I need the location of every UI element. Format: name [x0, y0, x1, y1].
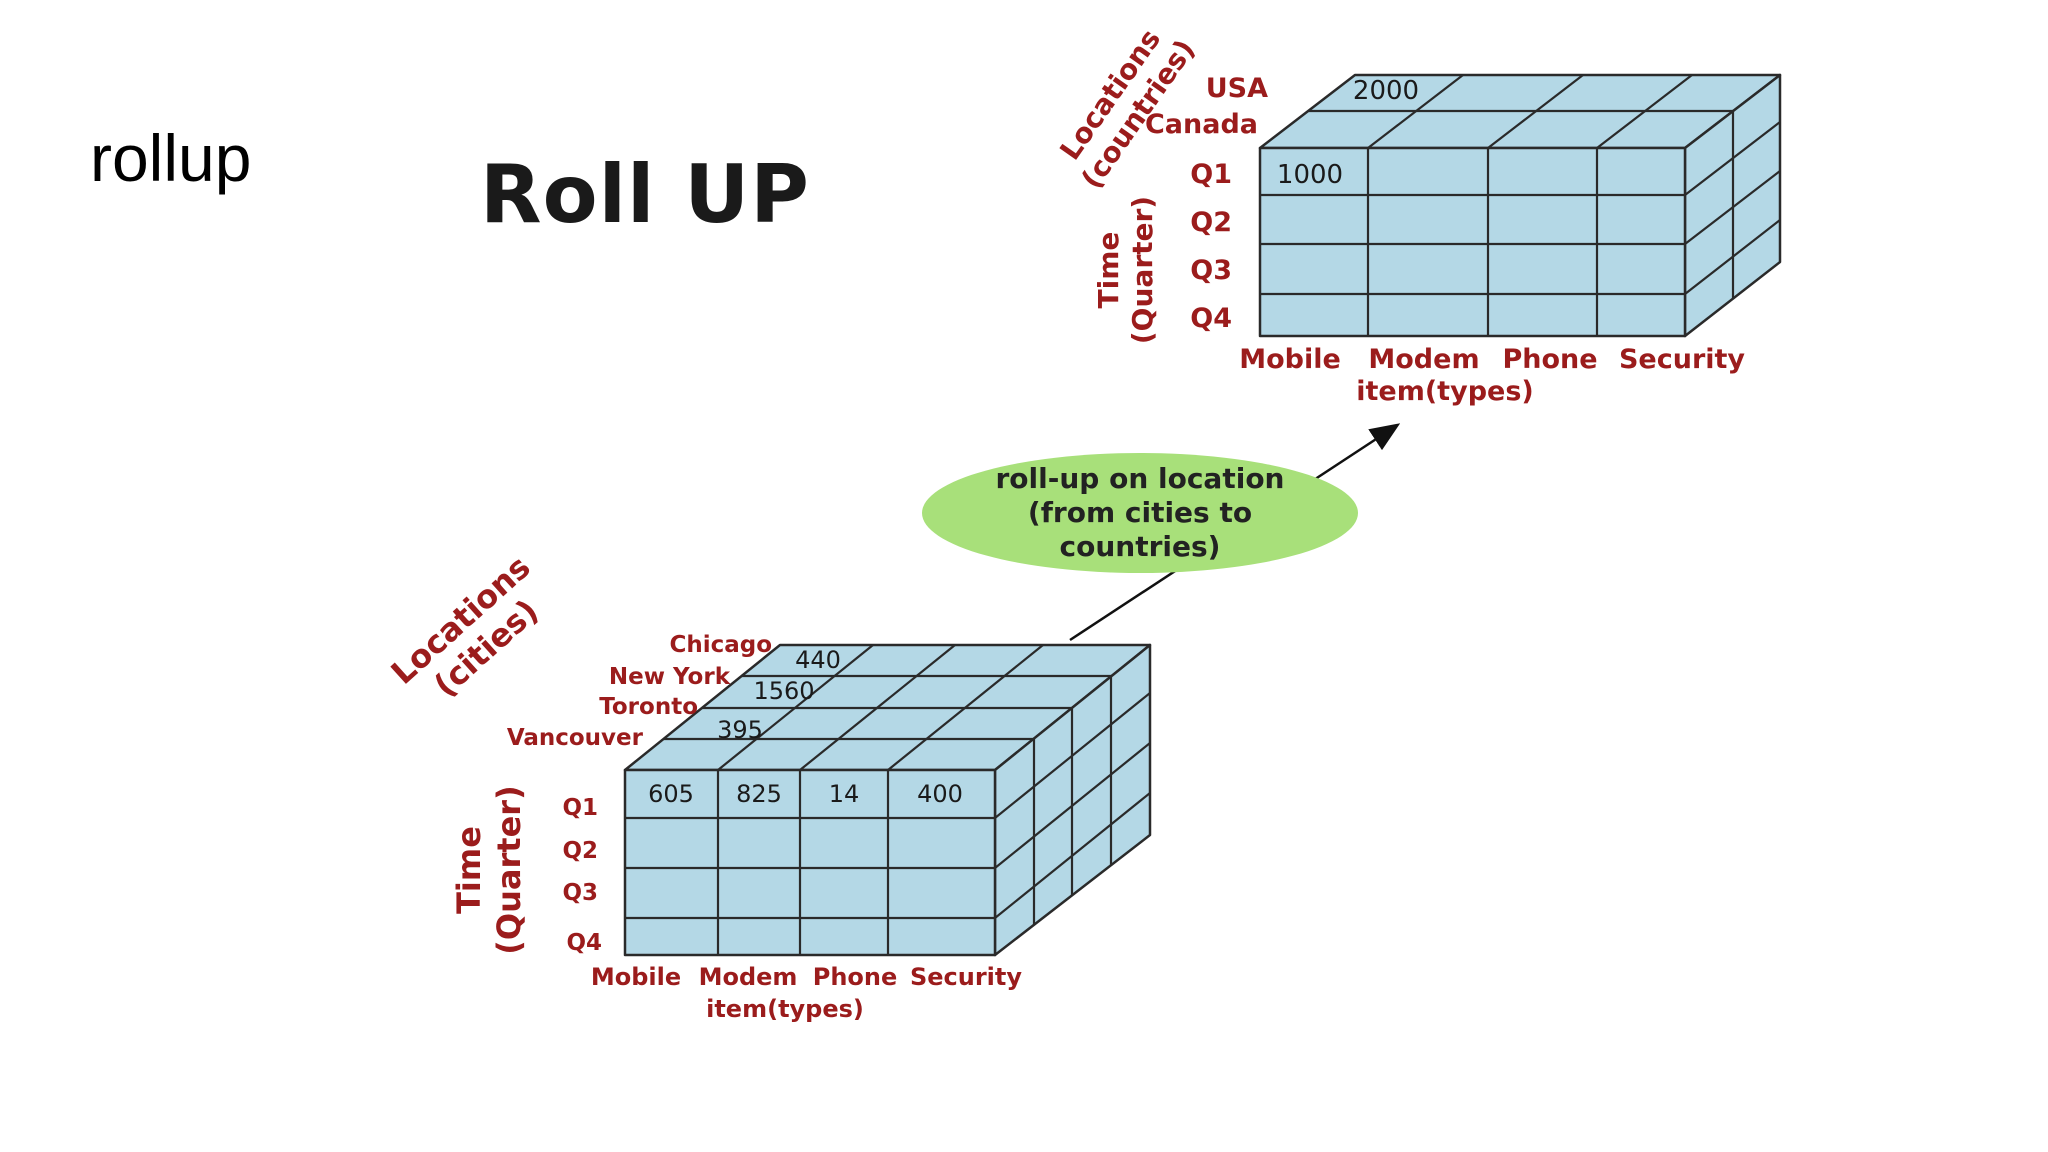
rollup-operation-line-1: roll-up on location — [996, 462, 1285, 495]
source-item-security: Security — [910, 963, 1022, 991]
target-time-axis-label: Time (Quarter) — [1092, 196, 1159, 344]
source-value-1560: 1560 — [753, 677, 814, 705]
source-value-605: 605 — [648, 780, 694, 808]
source-location-toronto: Toronto — [599, 694, 698, 720]
target-value-2000: 2000 — [1353, 76, 1419, 106]
target-cube-grid — [1260, 74, 1781, 336]
source-cube-grid — [625, 644, 1151, 955]
diagram-title: Roll UP — [480, 148, 810, 241]
source-value-440: 440 — [795, 646, 841, 674]
source-item-axis-label: item(types) — [706, 995, 864, 1023]
slide-title: rollup — [90, 121, 252, 195]
target-quarter-q4: Q4 — [1190, 303, 1232, 334]
source-location-vancouver: Vancouver — [507, 725, 644, 751]
target-location-usa: USA — [1206, 73, 1268, 104]
target-item-mobile: Mobile — [1239, 344, 1341, 375]
target-location-axis-label: Locations (countries) — [1053, 23, 1201, 195]
source-quarter-q2: Q2 — [562, 838, 598, 864]
source-item-mobile: Mobile — [591, 963, 681, 991]
source-item-phone: Phone — [813, 963, 898, 991]
svg-text:Time: Time — [1092, 232, 1125, 309]
rollup-operation-line-3: countries) — [1060, 530, 1221, 563]
source-item-modem: Modem — [699, 963, 798, 991]
target-quarter-q1: Q1 — [1190, 159, 1232, 190]
svg-text:(Quarter): (Quarter) — [490, 785, 528, 954]
source-quarter-q4: Q4 — [566, 930, 602, 956]
svg-text:(Quarter): (Quarter) — [1126, 196, 1159, 344]
target-quarter-q2: Q2 — [1190, 207, 1232, 238]
source-quarter-q3: Q3 — [562, 880, 598, 906]
rollup-operation-line-2: (from cities to — [1028, 496, 1252, 529]
target-location-canada: Canada — [1145, 109, 1258, 140]
source-location-chicago: Chicago — [669, 632, 772, 658]
target-cube: 1000 2000 USA Canada Q1 Q2 Q3 Q4 Mobile … — [1053, 23, 1782, 407]
target-quarter-q3: Q3 — [1190, 255, 1232, 286]
source-value-395: 395 — [717, 716, 763, 744]
source-quarter-q1: Q1 — [562, 795, 598, 821]
source-value-400: 400 — [917, 780, 963, 808]
source-value-14: 14 — [829, 780, 860, 808]
source-value-825: 825 — [736, 780, 782, 808]
target-item-security: Security — [1619, 344, 1745, 375]
source-cube: 605 825 14 400 440 1560 395 Chicago New … — [384, 548, 1152, 1023]
target-item-axis-label: item(types) — [1356, 376, 1534, 407]
target-item-modem: Modem — [1368, 344, 1479, 375]
rollup-operation-oval — [922, 453, 1358, 573]
target-value-1000: 1000 — [1277, 160, 1343, 190]
source-time-axis-label: Time (Quarter) — [450, 785, 528, 954]
svg-text:Time: Time — [450, 826, 488, 914]
source-location-new-york: New York — [609, 664, 731, 690]
target-item-phone: Phone — [1502, 344, 1597, 375]
source-location-axis-label: Locations (cities) — [384, 548, 546, 705]
